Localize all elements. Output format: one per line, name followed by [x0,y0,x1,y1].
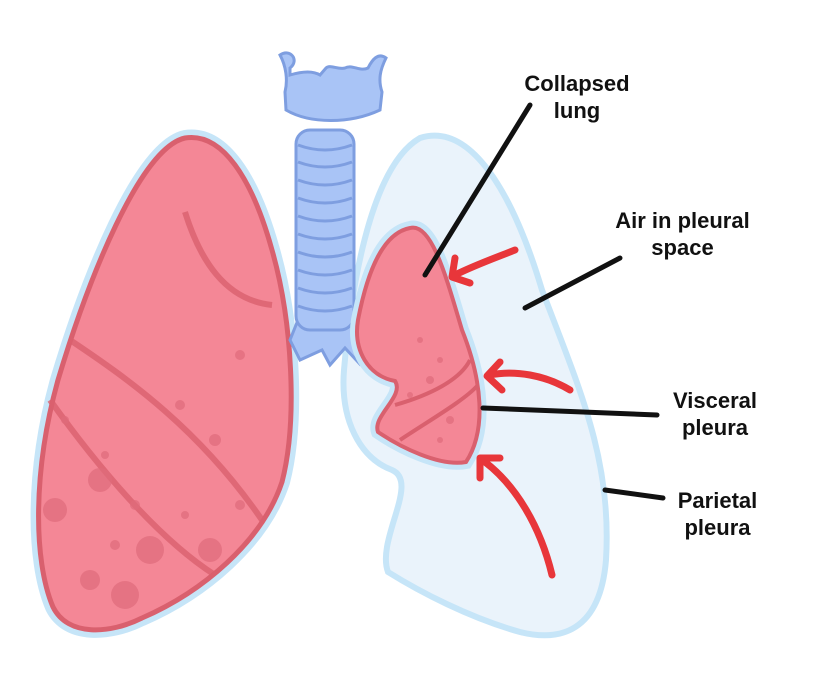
arrow-icon [451,246,519,279]
label-collapsed-lung: Collapsed lung [517,70,637,124]
arrow-icon [481,458,556,579]
label-line: pleura [681,415,749,440]
arrow-icon [486,369,574,394]
label-visceral-pleura: Visceral pleura [665,387,765,441]
label-line: Parietal [677,488,758,513]
label-line: Air in pleural [615,208,750,233]
trachea [278,51,388,368]
air-flow-arrows [448,246,574,579]
arrow-icon [476,454,504,482]
label-line: lung [553,98,601,123]
pointer-lines [422,102,666,501]
label-line: pleura [684,515,751,540]
label-air-in-pleural-space: Air in pleural space [605,207,760,261]
arrow-icon [483,358,506,394]
label-line: Collapsed [524,71,630,96]
label-line: space [651,235,714,260]
left-lung [30,129,300,638]
label-parietal-pleura: Parietal pleura [670,487,765,541]
label-line: Visceral [672,388,757,413]
collapsed-lung [350,220,487,470]
arrow-icon [448,254,474,287]
